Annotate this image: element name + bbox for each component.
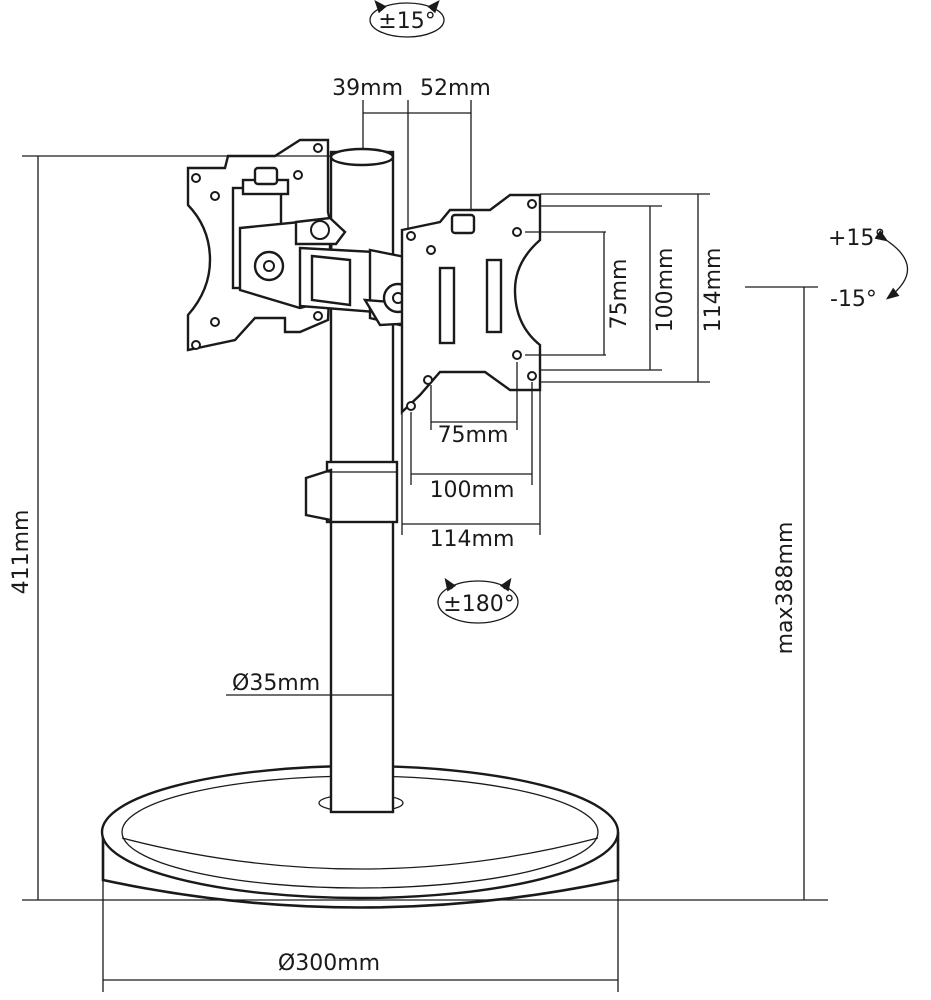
vesa-v-114-label: 114mm [701,248,726,333]
vesa-v-75-label: 75mm [607,259,632,330]
vesa-v-100-label: 100mm [653,248,678,333]
round-base [100,764,620,909]
rotation-label: ±180° [443,592,514,617]
vesa-horizontal-dimension-lines [401,362,541,535]
cable-clip [304,460,399,524]
offset-right-label: 52mm [420,76,491,101]
rotation-arrow-icon [437,577,519,624]
tilt-plus-label: +15° [828,226,885,251]
total-height-label: 411mm [9,510,34,595]
base-diameter-label: Ø300mm [278,951,380,976]
tilt-minus-label: -15° [830,287,877,312]
tilt-top-arrow-icon [369,0,445,38]
vesa-h-100-label: 100mm [430,478,515,503]
vesa-h-75-label: 75mm [438,423,509,448]
offset-left-label: 39mm [332,76,403,101]
base-diameter-dimension-lines [102,880,619,992]
pole-diameter-label: Ø35mm [232,671,320,696]
right-vesa-plate [400,193,542,415]
max-height-label: max388mm [773,522,798,655]
vesa-h-114-label: 114mm [430,527,515,552]
total-height-dimension-lines [22,155,828,901]
tilt-top-label: ±15° [378,9,435,34]
max-height-dimension-lines [745,286,818,900]
vesa-vertical-dimension-lines [525,193,710,383]
offset-dimension-lines [362,100,472,230]
left-tilt-knob [253,250,285,282]
tilt-side-arrow-icon [874,229,909,300]
